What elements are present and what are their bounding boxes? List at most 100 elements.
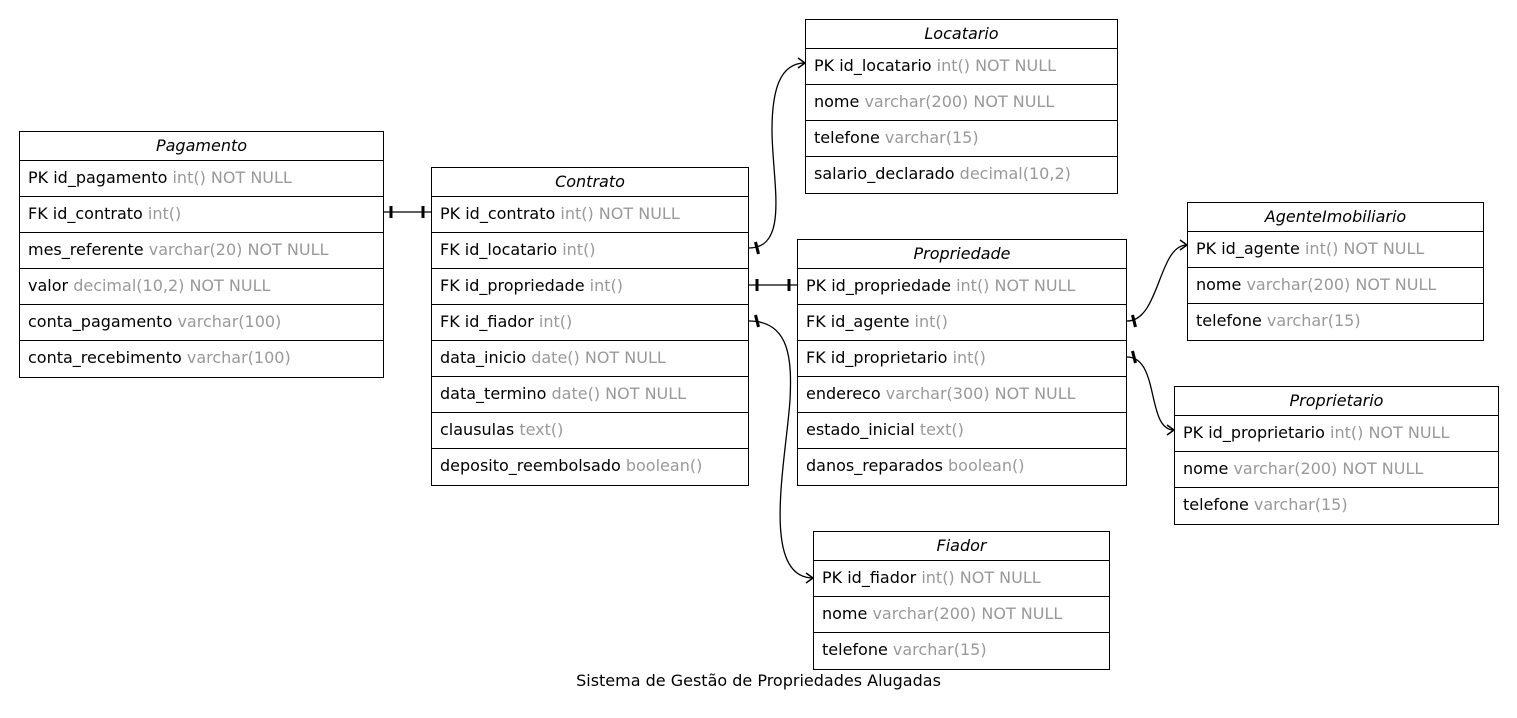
column-name: telefone — [822, 640, 888, 659]
entity-fiador: Fiador PK id_fiador int() NOT NULL nome … — [813, 531, 1110, 670]
column-row: PK id_contrato int() NOT NULL — [432, 197, 748, 233]
relationship-line-propriedade-proprietario — [1126, 356, 1175, 431]
column-name: FK id_propriedade — [440, 276, 585, 295]
column-type: int() NOT NULL — [1330, 423, 1450, 442]
entity-proprietario: Proprietario PK id_proprietario int() NO… — [1174, 386, 1499, 525]
column-type: varchar(15) — [892, 640, 987, 659]
column-row: PK id_agente int() NOT NULL — [1188, 232, 1483, 268]
column-name: FK id_proprietario — [806, 348, 948, 367]
column-type: int() — [589, 276, 623, 295]
column-row: nome varchar(200) NOT NULL — [1188, 268, 1483, 304]
column-type: text() — [519, 420, 564, 439]
many-marker — [805, 572, 814, 584]
entity-locatario: Locatario PK id_locatario int() NOT NULL… — [805, 19, 1118, 194]
column-type: varchar(15) — [1266, 311, 1361, 330]
column-row: telefone varchar(15) — [806, 121, 1117, 157]
entity-title: Proprietario — [1175, 387, 1498, 416]
many-marker — [797, 57, 806, 69]
column-type: date() NOT NULL — [551, 384, 687, 403]
column-type: int() — [562, 240, 596, 259]
column-name: data_inicio — [440, 348, 527, 367]
column-row: danos_reparados boolean() — [798, 449, 1126, 485]
column-type: decimal(10,2) NOT NULL — [73, 276, 271, 295]
column-type: varchar(20) NOT NULL — [148, 240, 329, 259]
column-row: FK id_locatario int() — [432, 233, 748, 269]
relationship-line-contrato-locatario — [748, 62, 806, 249]
column-row: valor decimal(10,2) NOT NULL — [20, 269, 383, 305]
column-type: int() NOT NULL — [936, 56, 1057, 75]
column-row: PK id_fiador int() NOT NULL — [814, 561, 1109, 597]
column-name: PK id_pagamento — [28, 168, 168, 187]
column-name: conta_pagamento — [28, 312, 173, 331]
column-type: decimal(10,2) — [959, 164, 1071, 183]
column-row: telefone varchar(15) — [814, 633, 1109, 669]
column-row: FK id_contrato int() — [20, 197, 383, 233]
column-type: int() NOT NULL — [172, 168, 292, 187]
column-row: nome varchar(200) NOT NULL — [1175, 452, 1498, 488]
one-marker — [1131, 314, 1137, 328]
column-row: FK id_proprietario int() — [798, 341, 1126, 377]
column-row: PK id_locatario int() NOT NULL — [806, 49, 1117, 85]
column-name: FK id_fiador — [440, 312, 534, 331]
column-type: int() NOT NULL — [956, 276, 1076, 295]
column-name: nome — [822, 604, 868, 623]
column-name: telefone — [1183, 495, 1249, 514]
column-type: varchar(15) — [1253, 495, 1348, 514]
column-type: varchar(200) NOT NULL — [1233, 459, 1424, 478]
column-name: PK id_propriedade — [806, 276, 951, 295]
entity-title: Propriedade — [798, 240, 1126, 269]
column-name: PK id_agente — [1196, 239, 1300, 258]
entity-contrato: Contrato PK id_contrato int() NOT NULL F… — [431, 167, 749, 486]
column-name: mes_referente — [28, 240, 144, 259]
column-type: varchar(200) NOT NULL — [872, 604, 1063, 623]
column-row: data_termino date() NOT NULL — [432, 377, 748, 413]
column-name: estado_inicial — [806, 420, 915, 439]
relationship-line-contrato-fiador — [748, 320, 814, 579]
column-row: PK id_pagamento int() NOT NULL — [20, 161, 383, 197]
column-name: endereco — [806, 384, 881, 403]
one-marker — [754, 241, 760, 255]
column-type: int() — [952, 348, 986, 367]
column-type: text() — [919, 420, 964, 439]
column-name: data_termino — [440, 384, 547, 403]
column-name: FK id_agente — [806, 312, 910, 331]
column-row: telefone varchar(15) — [1175, 488, 1498, 524]
entity-title: Locatario — [806, 20, 1117, 49]
column-row: PK id_propriedade int() NOT NULL — [798, 269, 1126, 305]
column-type: varchar(100) — [177, 312, 282, 331]
column-name: danos_reparados — [806, 456, 943, 475]
column-name: deposito_reembolsado — [440, 456, 621, 475]
column-row: telefone varchar(15) — [1188, 304, 1483, 340]
column-row: FK id_fiador int() — [432, 305, 748, 341]
column-name: clausulas — [440, 420, 515, 439]
column-name: conta_recebimento — [28, 348, 182, 367]
entity-title: Pagamento — [20, 132, 383, 161]
column-type: boolean() — [948, 456, 1025, 475]
column-name: FK id_contrato — [28, 204, 143, 223]
column-name: telefone — [1196, 311, 1262, 330]
column-row: deposito_reembolsado boolean() — [432, 449, 748, 485]
entity-title: Contrato — [432, 168, 748, 197]
many-marker — [1179, 239, 1188, 251]
column-type: varchar(15) — [884, 128, 979, 147]
column-name: PK id_fiador — [822, 568, 917, 587]
column-row: endereco varchar(300) NOT NULL — [798, 377, 1126, 413]
entity-propriedade: Propriedade PK id_propriedade int() NOT … — [797, 239, 1127, 486]
column-name: PK id_proprietario — [1183, 423, 1325, 442]
column-row: salario_declarado decimal(10,2) — [806, 157, 1117, 193]
column-row: estado_inicial text() — [798, 413, 1126, 449]
column-row: mes_referente varchar(20) NOT NULL — [20, 233, 383, 269]
column-type: int() — [538, 312, 573, 331]
column-type: boolean() — [625, 456, 703, 475]
column-name: nome — [1196, 275, 1242, 294]
column-name: salario_declarado — [814, 164, 955, 183]
column-row: nome varchar(200) NOT NULL — [814, 597, 1109, 633]
column-row: PK id_proprietario int() NOT NULL — [1175, 416, 1498, 452]
column-type: varchar(100) — [186, 348, 291, 367]
column-type: varchar(200) NOT NULL — [1246, 275, 1437, 294]
entity-agente-imobiliario: AgenteImobiliario PK id_agente int() NOT… — [1187, 202, 1484, 341]
column-name: nome — [1183, 459, 1229, 478]
many-marker — [1166, 424, 1175, 436]
column-type: date() NOT NULL — [531, 348, 666, 367]
